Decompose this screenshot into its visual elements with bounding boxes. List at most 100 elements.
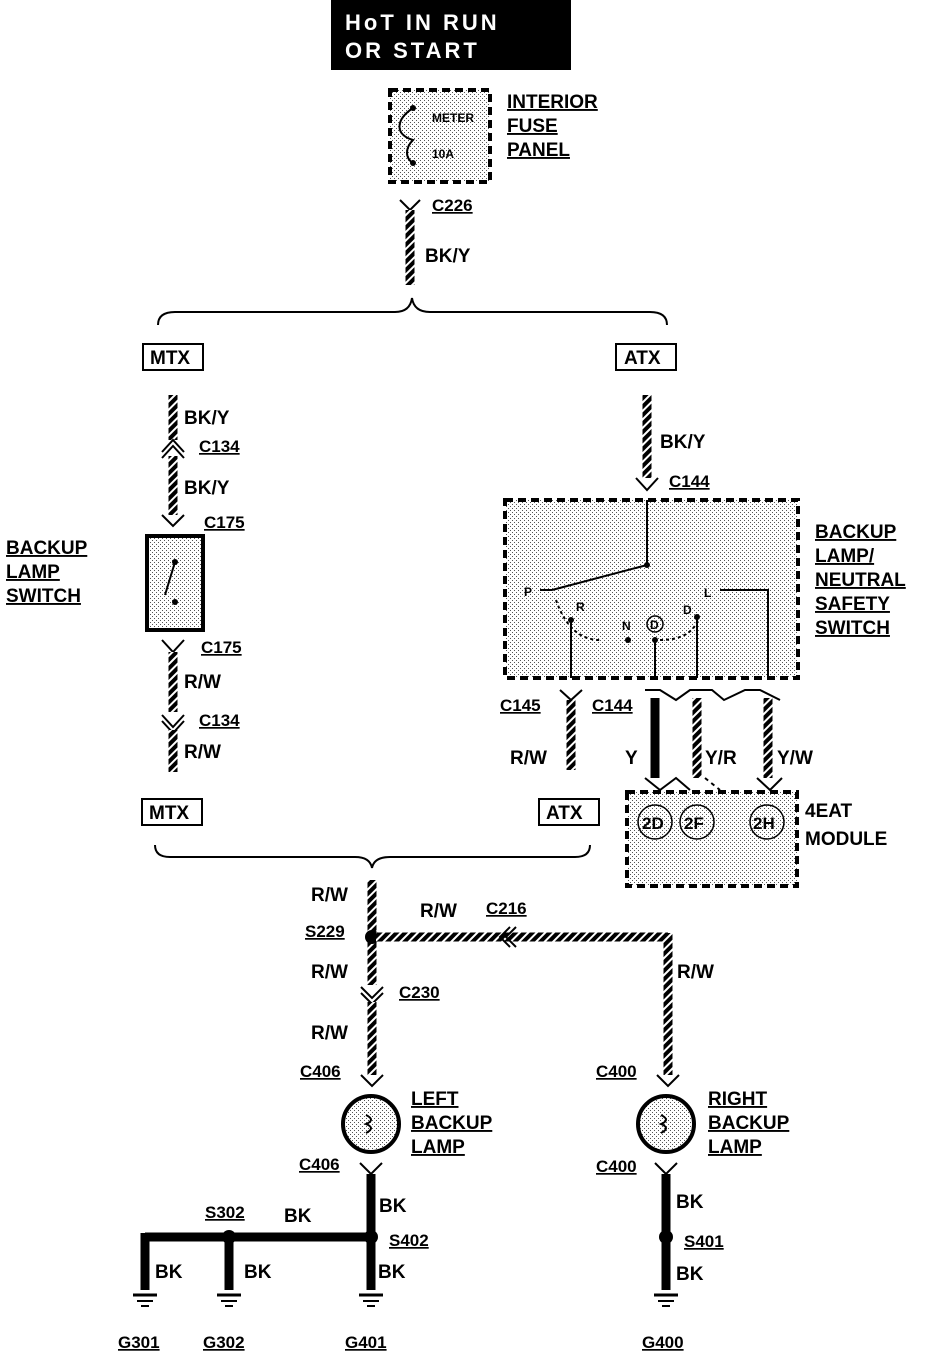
ground-symbol-g301: G301 bbox=[118, 1293, 160, 1352]
atx-output-wires: C145 C144 R/W Y Y/R Y/W bbox=[500, 689, 813, 792]
right-rw-branch: R/W C216 R/W C400 bbox=[376, 899, 714, 1088]
wire-label-bk-g302: BK bbox=[244, 1262, 272, 1283]
svg-text:LEFT: LEFT bbox=[411, 1089, 459, 1110]
splice-s401: S401 bbox=[684, 1232, 724, 1251]
svg-text:SWITCH: SWITCH bbox=[6, 586, 81, 607]
left-ground-circuit: C406 BK S302 BK S402 BK BK BK bbox=[140, 1155, 429, 1290]
connector-c400-top: C400 bbox=[596, 1062, 637, 1081]
wire-label-rw-atx: R/W bbox=[510, 748, 547, 769]
connector-c145: C145 bbox=[500, 696, 541, 715]
4eat-module: 2D 2F 2H 4EAT MODULE bbox=[625, 790, 887, 888]
svg-text:BACKUP: BACKUP bbox=[708, 1113, 790, 1134]
wire-label-bky-main: BK/Y bbox=[425, 246, 471, 267]
brace-top bbox=[157, 297, 668, 326]
connector-c216: C216 bbox=[486, 899, 527, 918]
wire-label-bky-mtx1: BK/Y bbox=[184, 408, 230, 429]
svg-text:LAMP: LAMP bbox=[708, 1137, 762, 1158]
right-ground-circuit: C400 BK S401 BK bbox=[596, 1157, 724, 1290]
mtx-top-box: MTX bbox=[142, 343, 204, 371]
wire-label-rw-c230: R/W bbox=[311, 1023, 348, 1044]
svg-text:ATX: ATX bbox=[624, 348, 661, 369]
switch-pos-n: N bbox=[622, 619, 631, 633]
ground-label-g400: G400 bbox=[642, 1333, 684, 1352]
switch-pos-d2: D bbox=[683, 603, 692, 617]
svg-text:MODULE: MODULE bbox=[805, 829, 887, 850]
atx-bottom-box: ATX bbox=[538, 798, 600, 826]
svg-text:BACKUP: BACKUP bbox=[6, 538, 88, 559]
module-pin-2d: 2D bbox=[642, 814, 664, 833]
wire-label-y: Y bbox=[625, 748, 638, 769]
wire-label-yr: Y/R bbox=[705, 748, 737, 769]
connector-c134-top: C134 bbox=[199, 437, 240, 456]
fuse-panel-label-1: INTERIOR bbox=[507, 92, 598, 113]
wire-label-bk-g400: BK bbox=[676, 1264, 704, 1285]
svg-text:BACKUP: BACKUP bbox=[411, 1113, 493, 1134]
svg-text:4EAT: 4EAT bbox=[805, 801, 853, 822]
ground-symbol-g400: G400 bbox=[642, 1293, 684, 1352]
atx-branch: BK/Y C144 bbox=[635, 395, 710, 492]
switch-pos-p: P bbox=[524, 585, 532, 599]
wire-label-rw-s229: R/W bbox=[311, 962, 348, 983]
splice-s302: S302 bbox=[205, 1203, 245, 1222]
wire-label-rw-mtx2: R/W bbox=[184, 742, 221, 763]
svg-text:NEUTRAL: NEUTRAL bbox=[815, 570, 906, 591]
backup-lamp-neutral-safety-switch: P R N D D L BACKUP LAMP/ NEUTRAL SAFETY … bbox=[503, 498, 906, 680]
connector-c144-bottom: C144 bbox=[592, 696, 633, 715]
wire-label-bk-left: BK bbox=[379, 1196, 407, 1217]
mtx-bottom-box: MTX bbox=[141, 798, 203, 826]
wire-label-yw: Y/W bbox=[777, 748, 813, 769]
wire-label-rw-main: R/W bbox=[311, 885, 348, 906]
connector-c406-bottom: C406 bbox=[299, 1155, 340, 1174]
connector-c230: C230 bbox=[399, 983, 440, 1002]
wire-label-rw-right: R/W bbox=[677, 962, 714, 983]
splice-s229: S229 bbox=[305, 922, 345, 941]
atx-top-box: ATX bbox=[615, 343, 677, 371]
left-backup-lamp: LEFT BACKUP LAMP bbox=[341, 1089, 493, 1158]
module-pin-2h: 2H bbox=[753, 814, 775, 833]
ground-symbol-g401: G401 bbox=[345, 1293, 387, 1352]
ground-symbol-g302: G302 bbox=[203, 1293, 245, 1352]
svg-text:LAMP: LAMP bbox=[411, 1137, 465, 1158]
mtx-branch: BK/Y C134 BK/Y C175 C175 R/W C134 R/W bbox=[145, 395, 245, 772]
ground-label-g401: G401 bbox=[345, 1333, 387, 1352]
connector-c175-bottom: C175 bbox=[201, 638, 242, 657]
switch-pos-l: L bbox=[704, 586, 711, 600]
ground-label-g301: G301 bbox=[118, 1333, 160, 1352]
wire-label-bk-g301: BK bbox=[155, 1262, 183, 1283]
svg-text:ATX: ATX bbox=[546, 803, 583, 824]
wire-label-bk-g401: BK bbox=[378, 1262, 406, 1283]
wire-label-bk-s302: BK bbox=[284, 1206, 312, 1227]
fuse-panel-label-3: PANEL bbox=[507, 140, 570, 161]
fuse-meter-label: METER bbox=[432, 111, 474, 125]
svg-text:SWITCH: SWITCH bbox=[815, 618, 890, 639]
wire-label-bk-right: BK bbox=[676, 1192, 704, 1213]
brace-bottom bbox=[154, 844, 591, 869]
svg-text:RIGHT: RIGHT bbox=[708, 1089, 768, 1110]
connector-c406-top: C406 bbox=[300, 1062, 341, 1081]
wire-label-rw-c216: R/W bbox=[420, 901, 457, 922]
main-rw-trunk: R/W S229 R/W C230 R/W C406 bbox=[300, 880, 440, 1088]
right-backup-lamp: RIGHT BACKUP LAMP bbox=[636, 1089, 790, 1158]
connector-c134-bottom: C134 bbox=[199, 711, 240, 730]
fuse-amps-label: 10A bbox=[432, 147, 454, 161]
svg-text:BACKUP: BACKUP bbox=[815, 522, 897, 543]
module-pin-2f: 2F bbox=[684, 814, 704, 833]
connector-c400-bottom: C400 bbox=[596, 1157, 637, 1176]
wire-bky-main: C226 BK/Y bbox=[399, 196, 473, 285]
backup-lamp-switch-label: BACKUP LAMP SWITCH bbox=[6, 538, 88, 607]
wire-label-rw-mtx1: R/W bbox=[184, 672, 221, 693]
switch-pos-r: R bbox=[576, 600, 585, 614]
connector-c175-top: C175 bbox=[204, 513, 245, 532]
ground-label-g302: G302 bbox=[203, 1333, 245, 1352]
header-banner: HoT IN RUN OR START bbox=[331, 0, 571, 70]
header-line2: OR START bbox=[345, 38, 480, 63]
svg-text:LAMP/: LAMP/ bbox=[815, 546, 875, 567]
wire-label-bky-atx: BK/Y bbox=[660, 432, 706, 453]
svg-text:LAMP: LAMP bbox=[6, 562, 60, 583]
svg-text:MTX: MTX bbox=[150, 348, 190, 369]
switch-pos-d1: D bbox=[650, 618, 659, 632]
svg-text:SAFETY: SAFETY bbox=[815, 594, 890, 615]
interior-fuse-panel: METER 10A INTERIOR FUSE PANEL bbox=[388, 88, 598, 184]
connector-c144-top: C144 bbox=[669, 472, 710, 491]
